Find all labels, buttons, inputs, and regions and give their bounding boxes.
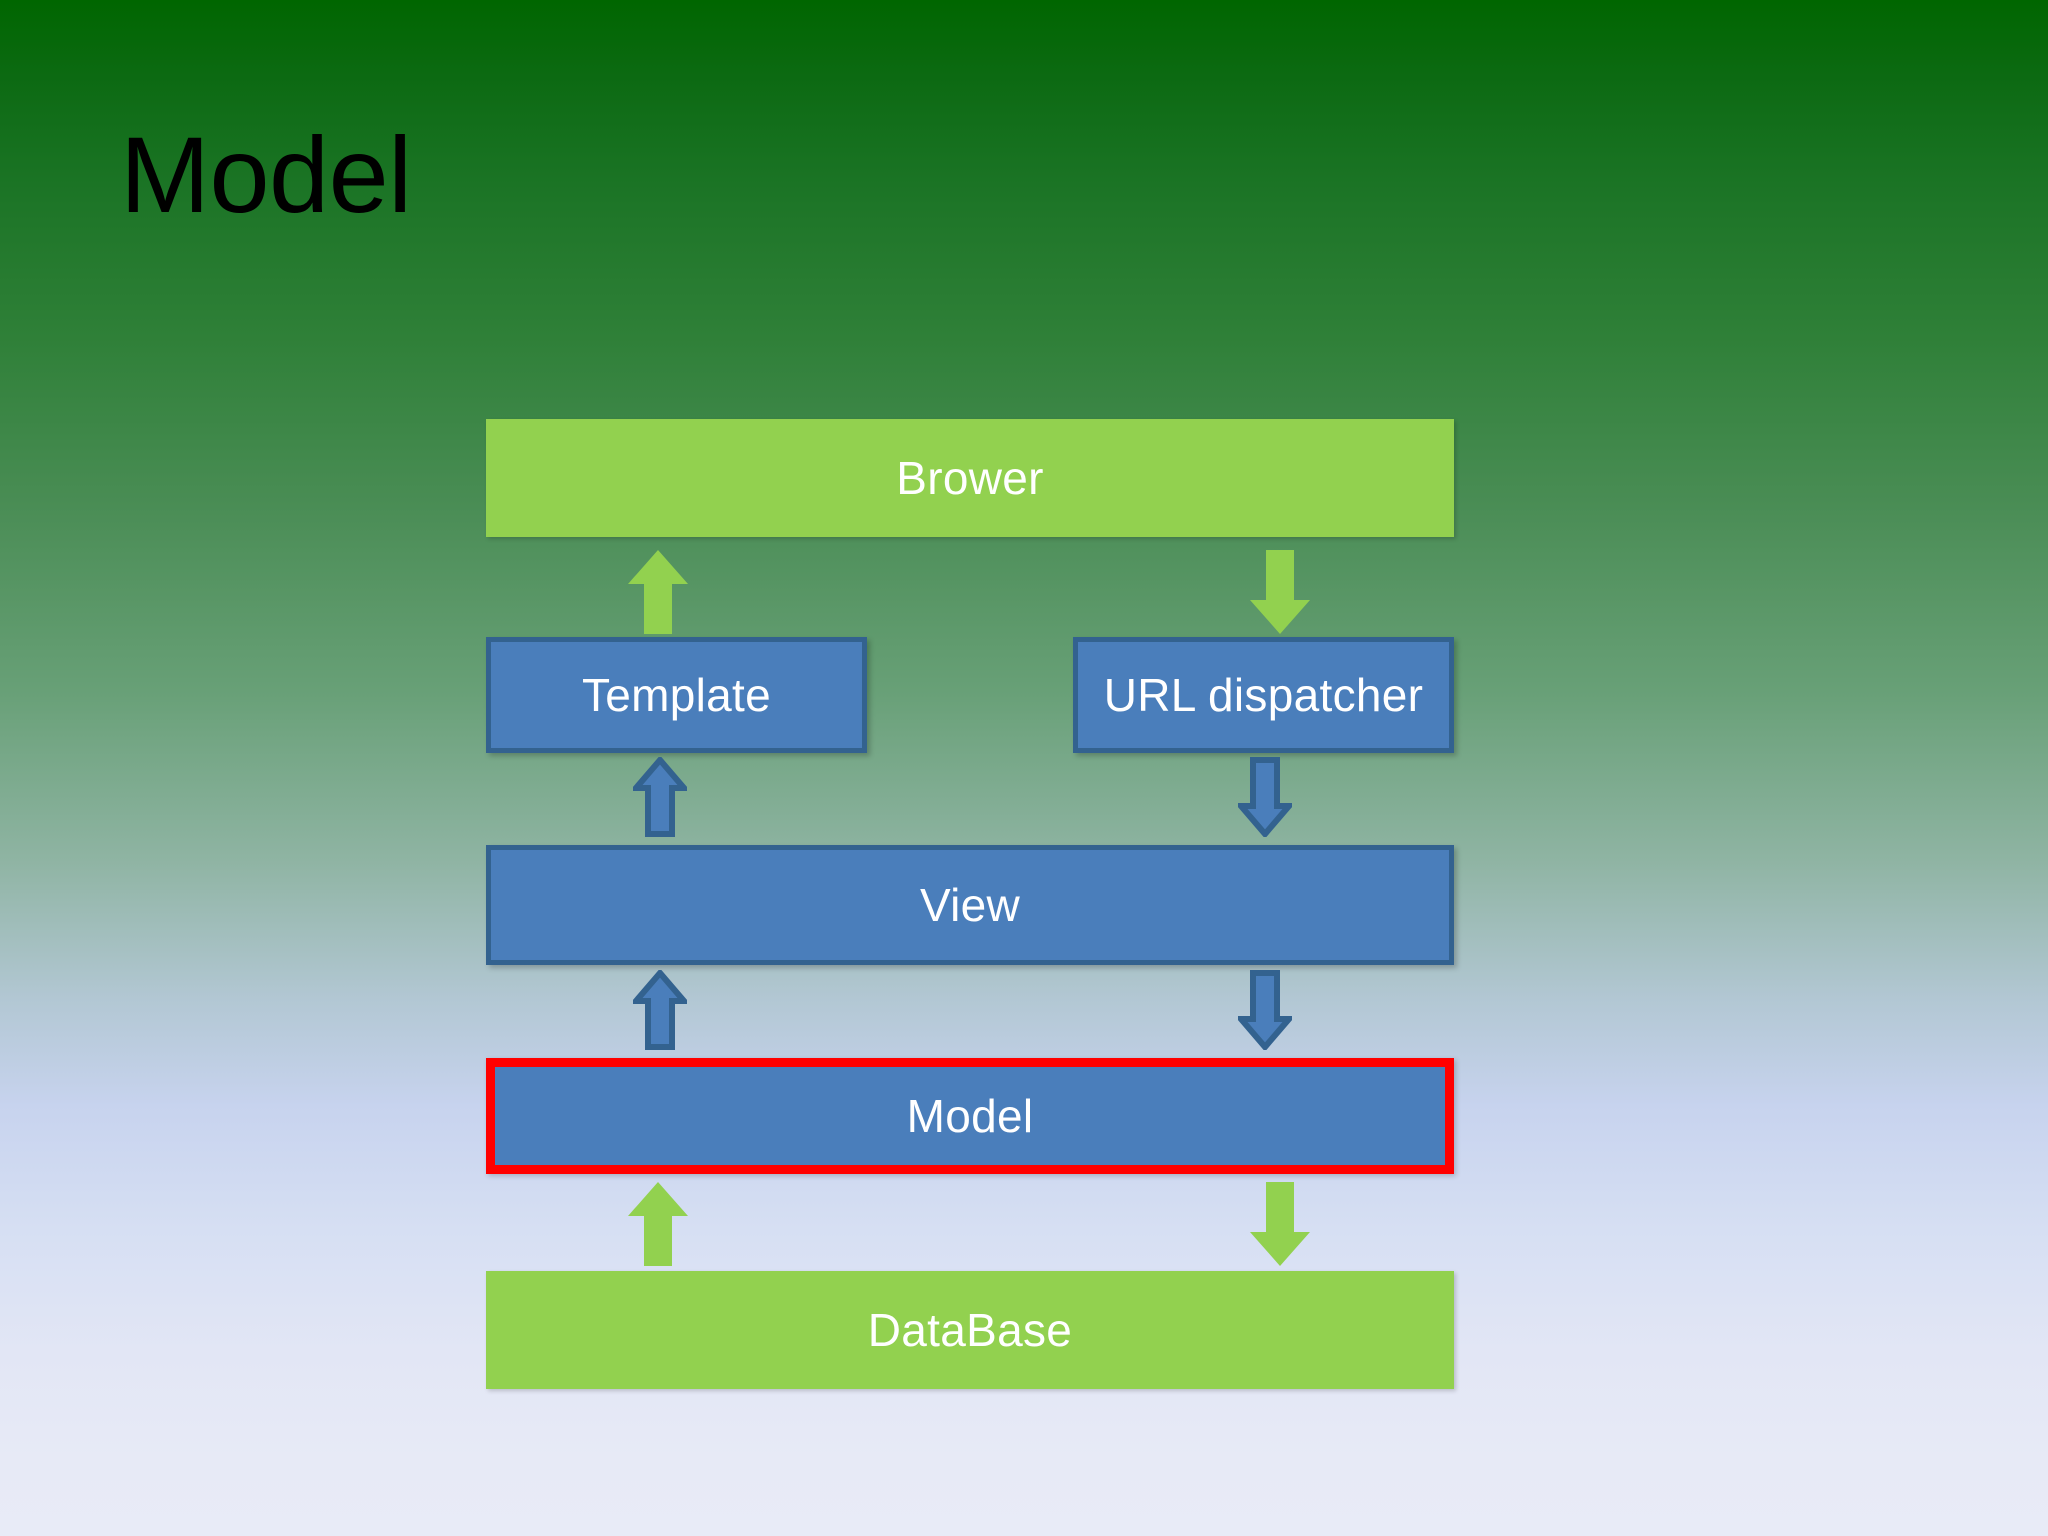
node-brower-label: Brower: [896, 452, 1044, 504]
node-url-dispatcher[interactable]: URL dispatcher: [1073, 637, 1454, 753]
node-database[interactable]: DataBase: [486, 1271, 1454, 1389]
arrow-up-icon-view-to-template: [633, 757, 687, 837]
arrow-up-icon-database-to-model: [626, 1180, 690, 1268]
arrow-down-icon-view-to-model: [1238, 970, 1292, 1050]
node-view[interactable]: View: [486, 845, 1454, 965]
node-url-dispatcher-label: URL dispatcher: [1103, 669, 1424, 721]
arrow-down-icon-model-to-database: [1248, 1180, 1312, 1268]
arrow-up-icon-model-to-view: [633, 970, 687, 1050]
node-model[interactable]: Model: [486, 1058, 1454, 1174]
page-title: Model: [120, 114, 412, 235]
arrow-up-icon-template-to-brower: [626, 548, 690, 636]
node-view-label: View: [919, 879, 1021, 931]
node-brower[interactable]: Brower: [486, 419, 1454, 537]
node-template[interactable]: Template: [486, 637, 867, 753]
arrow-down-icon-brower-to-url-dispatcher: [1248, 548, 1312, 636]
node-model-label: Model: [906, 1090, 1034, 1142]
arrow-down-icon-url-dispatcher-to-view: [1238, 757, 1292, 837]
node-database-label: DataBase: [867, 1304, 1073, 1356]
node-template-label: Template: [581, 669, 772, 721]
